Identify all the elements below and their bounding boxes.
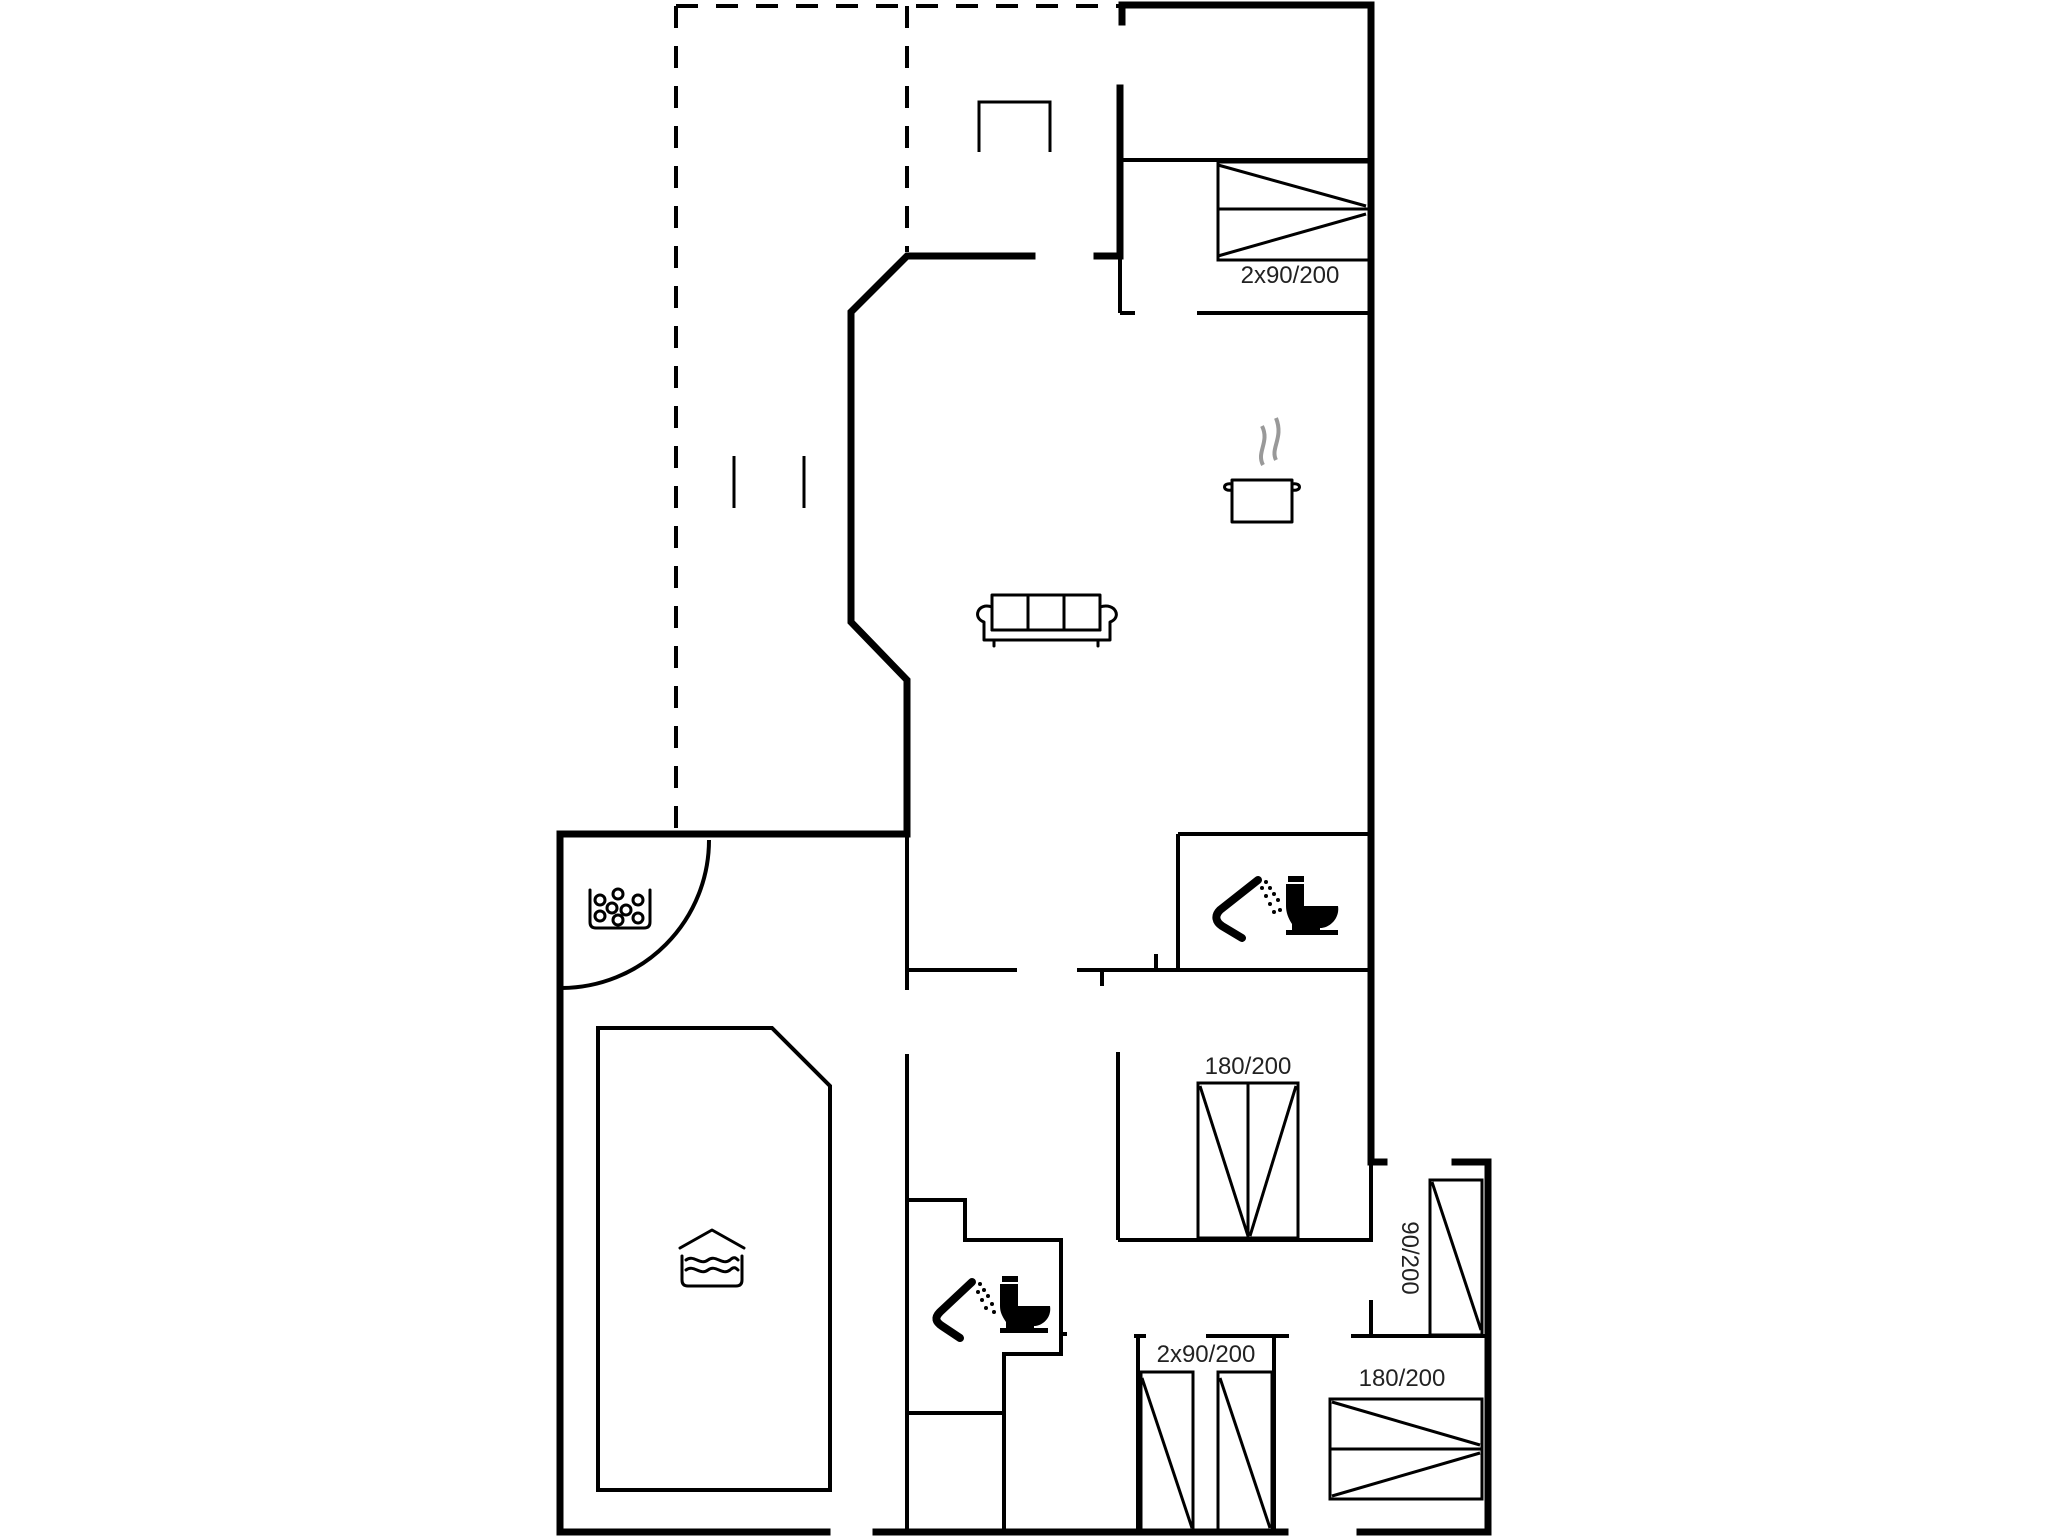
kitchen-pot-icon xyxy=(1223,417,1301,524)
entrance-marker xyxy=(977,100,1052,152)
bed-bottom-middle: 2x90/200 xyxy=(1139,1341,1274,1532)
sofa-icon xyxy=(976,593,1118,648)
terrace-outline xyxy=(674,4,1122,834)
shower-icon xyxy=(932,1278,996,1342)
indoor-pool-icon xyxy=(678,1228,746,1288)
bed-top-right: 2x90/200 xyxy=(1216,160,1371,289)
bed-bottom-right: 180/200 xyxy=(1328,1365,1484,1501)
shower-icon xyxy=(1212,876,1282,942)
bed-label: 90/200 xyxy=(1396,1221,1423,1294)
bed-side: 90/200 xyxy=(1396,1178,1484,1337)
toilet-icon xyxy=(1286,876,1339,935)
whirlpool-spa-icon xyxy=(588,887,652,930)
interior-walls xyxy=(905,158,1488,1532)
bed-middle-right: 180/200 xyxy=(1196,1053,1300,1240)
bed-label: 2x90/200 xyxy=(1241,262,1340,289)
pool-basin xyxy=(596,1026,832,1492)
door-swing-arc xyxy=(561,839,711,990)
toilet-icon xyxy=(1000,1276,1051,1333)
bed-label: 180/200 xyxy=(1205,1053,1292,1080)
bed-label: 2x90/200 xyxy=(1157,1341,1256,1368)
exterior-walls xyxy=(556,1,1492,1536)
bed-label: 180/200 xyxy=(1359,1365,1446,1392)
